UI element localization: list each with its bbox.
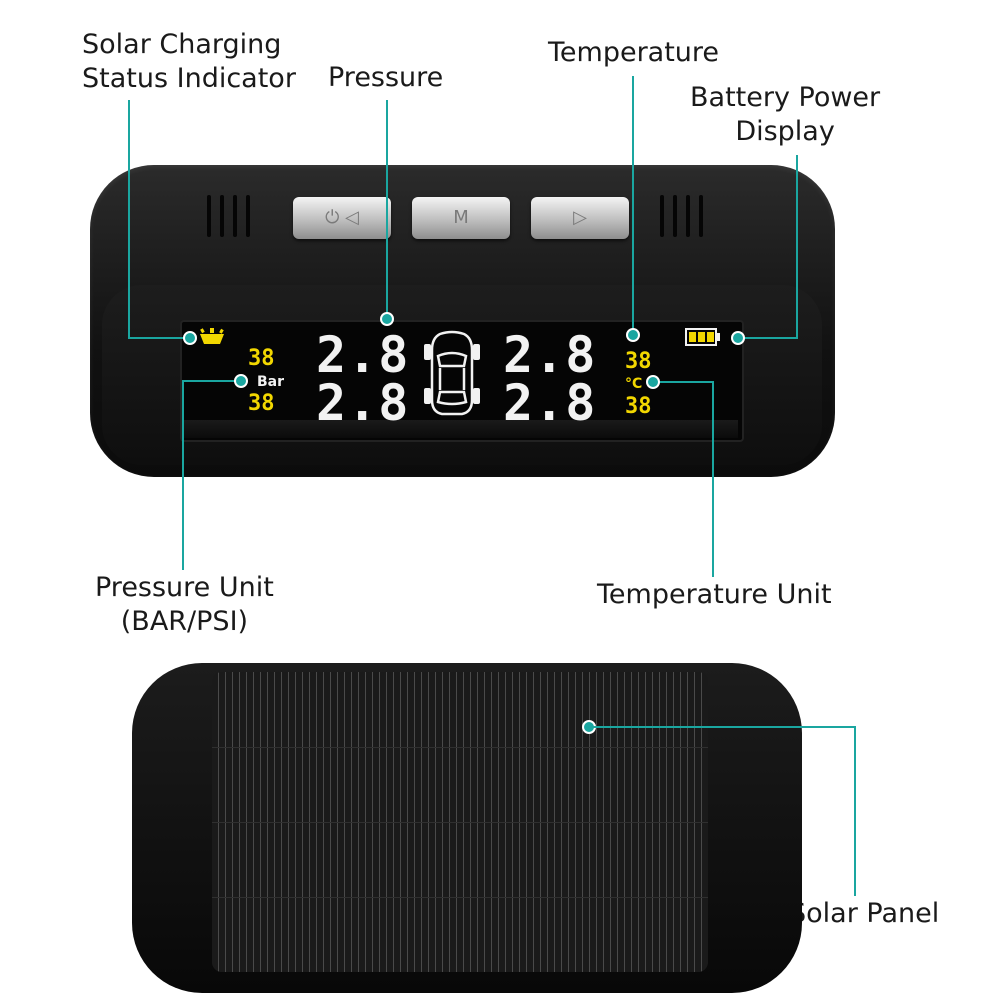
front-left-pressure: 2.8 — [316, 326, 410, 384]
battery-icon — [685, 328, 720, 346]
label-battery-line1: Battery Power — [690, 82, 881, 113]
front-right-temp: 38 — [625, 349, 652, 374]
leader-solar-panel-h — [592, 726, 856, 728]
label-solar-charging-line1: Solar Charging — [82, 29, 282, 60]
solar-panel-surface — [212, 672, 708, 972]
rear-left-temp: 38 — [248, 391, 275, 416]
leader-solar-charging-h — [128, 337, 190, 339]
leader-pressure-unit-v — [182, 380, 184, 570]
power-left-button[interactable]: ⏻ ◁ — [293, 197, 391, 239]
marker-solar-charging — [183, 331, 197, 345]
vent-slot — [220, 195, 224, 237]
label-pressure-unit: Pressure Unit (BAR/PSI) — [95, 571, 274, 639]
right-button[interactable]: ▷ — [531, 197, 629, 239]
label-temperature: Temperature — [548, 37, 720, 68]
label-temperature-unit: Temperature Unit — [597, 579, 832, 610]
marker-pressure — [380, 312, 394, 326]
leader-temperature — [632, 76, 634, 332]
leader-battery-v — [796, 155, 798, 338]
rear-left-pressure: 2.8 — [316, 374, 410, 432]
front-right-pressure: 2.8 — [503, 326, 597, 384]
car-icon — [424, 330, 480, 416]
leader-solar-charging-v — [128, 100, 130, 338]
solar-cell-divider — [212, 897, 708, 898]
leader-temperature-unit-h — [656, 381, 714, 383]
label-solar-panel: Solar Panel — [789, 898, 940, 929]
mode-button[interactable]: M — [412, 197, 510, 239]
leader-solar-panel-v — [854, 726, 856, 896]
marker-battery — [731, 331, 745, 345]
label-solar-charging: Solar Charging Status Indicator — [82, 28, 296, 96]
marker-temperature — [626, 328, 640, 342]
lcd-bezel-lower — [182, 420, 738, 438]
vent-slot — [699, 195, 703, 237]
rear-right-pressure: 2.8 — [503, 374, 597, 432]
rear-right-temp: 38 — [625, 394, 652, 419]
solar-cell-divider — [212, 747, 708, 748]
vent-slot — [673, 195, 677, 237]
vent-slot — [233, 195, 237, 237]
leader-pressure-unit-h — [182, 380, 238, 382]
label-battery: Battery Power Display — [690, 81, 880, 149]
label-pressure: Pressure — [328, 62, 444, 93]
vent-slot — [660, 195, 664, 237]
solar-cell-divider — [212, 822, 708, 823]
temperature-unit-text: °C — [625, 376, 643, 392]
leader-pressure — [386, 100, 388, 316]
front-left-temp: 38 — [248, 346, 275, 371]
pressure-unit-text: Bar — [257, 374, 285, 390]
marker-temperature-unit — [646, 375, 660, 389]
leader-battery-h — [744, 337, 798, 339]
solar-charging-icon — [200, 328, 224, 344]
vent-slot — [207, 195, 211, 237]
vent-slot — [246, 195, 250, 237]
label-pressure-unit-line2: (BAR/PSI) — [120, 606, 249, 637]
label-battery-line2: Display — [735, 116, 835, 147]
label-pressure-unit-line1: Pressure Unit — [95, 572, 274, 603]
leader-temperature-unit-v — [712, 381, 714, 577]
marker-pressure-unit — [234, 374, 248, 388]
label-solar-charging-line2: Status Indicator — [82, 63, 296, 94]
vent-slot — [686, 195, 690, 237]
